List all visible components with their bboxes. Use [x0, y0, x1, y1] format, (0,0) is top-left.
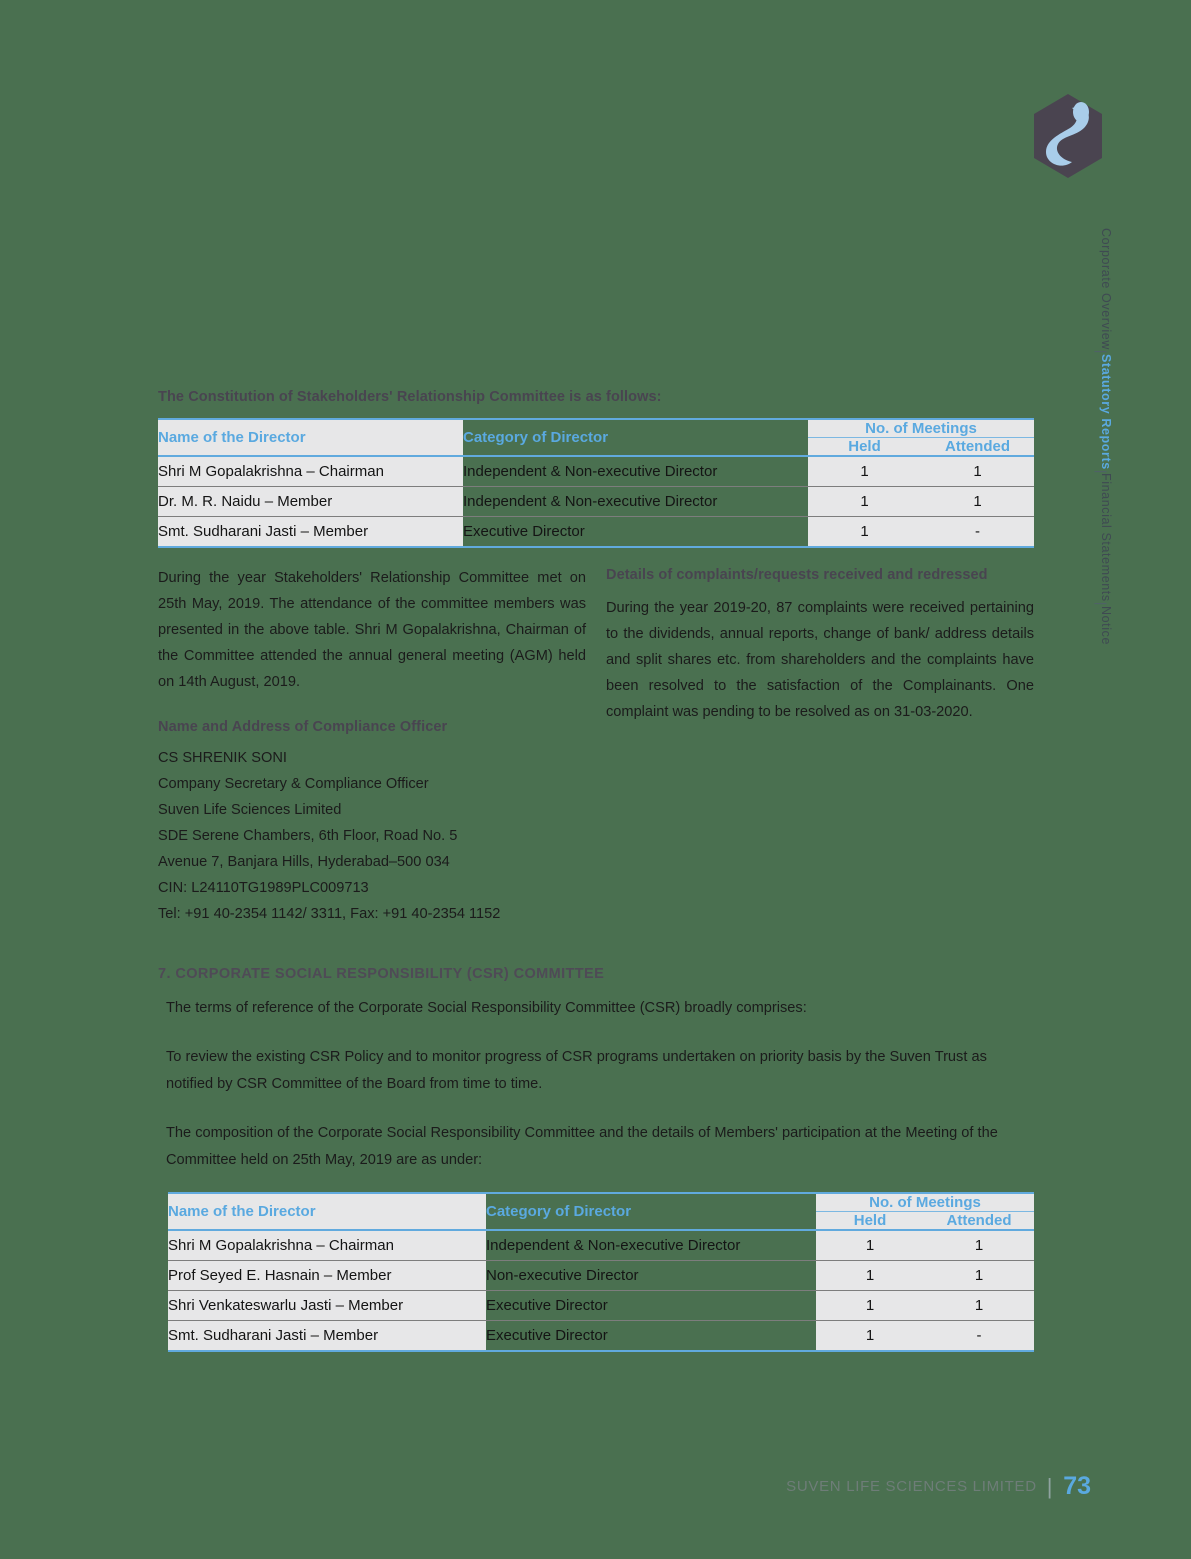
stakeholders-committee-table: Name of the Director Category of Directo… [158, 418, 1035, 549]
table-row: Shri M Gopalakrishna – Chairman Independ… [158, 456, 1035, 488]
cell-name: Smt. Sudharani Jasti – Member [168, 1320, 486, 1352]
cell-category: Independent & Non-executive Director [463, 456, 808, 488]
csr-section-heading: 7. CORPORATE SOCIAL RESPONSIBILITY (CSR)… [158, 965, 605, 982]
two-column-body: During the year Stakeholders' Relationsh… [158, 566, 1034, 928]
address-line: Suven Life Sciences Limited [158, 802, 342, 819]
csr-intro-paragraph: The terms of reference of the Corporate … [166, 999, 807, 1016]
cell-attended: 1 [924, 1260, 1035, 1291]
csr-paragraph-1: To review the existing CSR Policy and to… [166, 1048, 987, 1092]
col-header-attended: Attended [924, 1211, 1035, 1231]
complaints-paragraph: During the year 2019-20, 87 complaints w… [606, 600, 1034, 721]
col-header-name: Name of the Director [168, 1191, 486, 1231]
address-line: Company Secretary & Compliance Officer [158, 776, 429, 793]
cell-held: 1 [816, 1320, 924, 1352]
col-header-category: Category of Director [463, 418, 808, 458]
footer-company-name: SUVEN LIFE SCIENCES LIMITED [786, 1478, 1037, 1495]
cell-category: Executive Director [486, 1290, 816, 1321]
cell-held: 1 [808, 486, 921, 518]
page-footer: SUVEN LIFE SCIENCES LIMITED | 73 [786, 1472, 1091, 1501]
cell-held: 1 [816, 1260, 924, 1291]
stakeholders-section-heading: The Constitution of Stakeholders' Relati… [158, 389, 662, 405]
col-header-name: Name of the Director [158, 418, 463, 458]
address-line: Tel: +91 40-2354 1142/ 3311, Fax: +91 40… [158, 905, 501, 922]
complaints-heading: Details of complaints/requests received … [606, 567, 988, 584]
cell-attended: 1 [921, 486, 1035, 518]
stakeholders-meeting-paragraph: During the year Stakeholders' Relationsh… [158, 570, 586, 690]
footer-separator: | [1046, 1473, 1054, 1499]
left-column: During the year Stakeholders' Relationsh… [158, 566, 586, 928]
side-rail-separator: | [1094, 349, 1108, 354]
address-line: Avenue 7, Banjara Hills, Hyderabad–500 0… [158, 853, 450, 870]
cell-attended: - [921, 516, 1035, 549]
table-row: Smt. Sudharani Jasti – Member Executive … [168, 1320, 1035, 1352]
cell-held: 1 [816, 1290, 924, 1321]
side-rail-item-corporate-overview[interactable]: Corporate Overview [1099, 228, 1113, 350]
cell-name: Shri M Gopalakrishna – Chairman [168, 1229, 486, 1261]
side-rail-item-financial-statements[interactable]: Financial Statements [1099, 473, 1113, 603]
csr-committee-table: Name of the Director Category of Directo… [168, 1191, 1035, 1352]
side-rail-nav: Corporate Overview | Statutory Reports |… [1091, 228, 1113, 798]
side-rail-separator: | [1094, 469, 1108, 474]
cell-attended: 1 [921, 456, 1035, 488]
cell-name: Prof Seyed E. Hasnain – Member [168, 1260, 486, 1291]
side-rail-separator: | [1094, 602, 1108, 607]
footer-page-number: 73 [1063, 1472, 1091, 1500]
page-content: The Constitution of Stakeholders' Relati… [158, 388, 1035, 1352]
table-row: Prof Seyed E. Hasnain – Member Non-execu… [168, 1260, 1035, 1291]
address-line: SDE Serene Chambers, 6th Floor, Road No.… [158, 828, 458, 844]
table-row: Shri M Gopalakrishna – Chairman Independ… [168, 1229, 1035, 1261]
col-header-held: Held [816, 1211, 924, 1231]
col-header-held: Held [808, 437, 921, 458]
table-header: Name of the Director Category of Directo… [158, 418, 1035, 458]
cell-held: 1 [808, 456, 921, 488]
col-header-category: Category of Director [486, 1191, 816, 1231]
cell-category: Independent & Non-executive Director [486, 1229, 816, 1261]
table-row: Dr. M. R. Naidu – Member Independent & N… [158, 486, 1035, 518]
cell-name: Shri Venkateswarlu Jasti – Member [168, 1290, 486, 1321]
compliance-officer-heading: Name and Address of Compliance Officer [158, 718, 448, 735]
cell-name: Smt. Sudharani Jasti – Member [158, 516, 463, 549]
cell-category: Independent & Non-executive Director [463, 486, 808, 518]
cell-held: 1 [808, 516, 921, 549]
cell-name: Dr. M. R. Naidu – Member [158, 486, 463, 518]
table-header: Name of the Director Category of Directo… [168, 1191, 1035, 1231]
table-row: Smt. Sudharani Jasti – Member Executive … [158, 516, 1035, 549]
table-row: Shri Venkateswarlu Jasti – Member Execut… [168, 1290, 1035, 1321]
col-header-meetings: No. of Meetings [808, 418, 1035, 439]
col-header-attended: Attended [921, 437, 1035, 458]
address-line: CIN: L24110TG1989PLC009713 [158, 879, 369, 896]
suven-hexagon-logo [1032, 92, 1104, 180]
cell-attended: 1 [924, 1229, 1035, 1261]
col-header-meetings: No. of Meetings [816, 1191, 1035, 1212]
side-rail-item-statutory-reports[interactable]: Statutory Reports [1099, 353, 1113, 470]
cell-category: Non-executive Director [486, 1260, 816, 1291]
cell-name: Shri M Gopalakrishna – Chairman [158, 456, 463, 488]
csr-paragraph-2: The composition of the Corporate Social … [166, 1124, 998, 1168]
cell-held: 1 [816, 1229, 924, 1261]
cell-attended: - [924, 1320, 1035, 1352]
side-rail-item-notice[interactable]: Notice [1099, 606, 1113, 646]
cell-category: Executive Director [486, 1320, 816, 1352]
address-line: CS SHRENIK SONI [158, 750, 287, 767]
right-column: Details of complaints/requests received … [606, 566, 1034, 928]
cell-attended: 1 [924, 1290, 1035, 1321]
cell-category: Executive Director [463, 516, 808, 549]
